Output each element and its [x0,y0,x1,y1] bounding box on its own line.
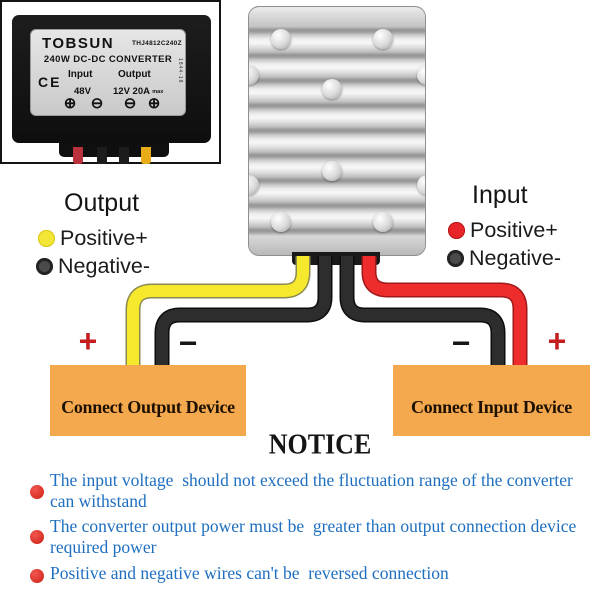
rivet [249,175,259,195]
rivet [271,29,291,49]
photo-wire-black [97,147,107,164]
input-device-box-label: Connect Input Device [411,397,572,417]
notice-item-2: The converter output power must be great… [50,516,595,558]
rivet [322,79,342,99]
rivet [417,65,425,85]
legend-label: Positive+ [470,218,558,242]
output-col-label: Output [118,69,151,80]
output-unit-text: max [152,89,164,95]
input-col-value: 48V [74,86,91,97]
model-number-text: THJ4812C240Z [132,40,182,47]
output-device-box-label: Connect Output Device [61,397,235,417]
terminal-plus-icon: ⊕ [147,95,161,112]
photo-wire-red [73,147,83,164]
product-title: 240W DC-DC CONVERTER [43,54,173,65]
notice-item-1: The input voltage should not exceed the … [50,470,595,512]
output-device-box: Connect Output Device [50,365,246,436]
output-positive-legend: Positive+ [38,226,148,251]
input-positive-wire [363,256,526,372]
serial-text: 1844-18 [177,58,183,84]
output-minus-sign: − [178,325,198,361]
red-dot-icon [448,222,465,239]
output-negative-legend: Negative- [36,254,150,279]
input-plus-sign: + [547,323,567,359]
notice-item-3: Positive and negative wires can't be rev… [50,563,595,584]
product-label: TOBSUN THJ4812C240Z 240W DC-DC CONVERTER… [30,29,186,116]
input-legend-title: Input [472,181,528,209]
output-positive-wire [127,256,309,372]
output-legend-title: Output [64,189,140,217]
terminal-minus-icon: ⊖ [90,95,104,112]
heatsink-bottom-cap [249,237,425,255]
input-minus-sign: − [451,325,471,361]
notice-line: The converter output power must be great… [50,516,577,536]
notice-line: The input voltage should not exceed the … [50,470,573,490]
black-dot-icon [36,258,53,275]
rivet [417,175,425,195]
notice-line: can withstand [50,491,147,511]
input-negative-legend: Negative- [447,246,561,271]
yellow-dot-icon [38,230,55,247]
input-positive-legend: Positive+ [448,218,558,243]
input-device-box: Connect Input Device [393,365,590,436]
input-col-label: Input [68,69,93,80]
input-negative-wire [341,256,504,372]
heatsink-converter [248,6,426,256]
bullet-dot-icon [30,569,44,583]
rivet [271,212,291,232]
notice-title: NOTICE [268,428,372,461]
output-col-value: 12V 20A max [113,86,163,97]
black-dot-icon [447,250,464,267]
output-negative-wire [156,256,331,372]
bullet-dot-icon [30,485,44,499]
rivet [373,29,393,49]
rivet [322,161,342,181]
photo-wire-yellow [141,147,151,164]
product-photo: TOBSUN THJ4812C240Z 240W DC-DC CONVERTER… [0,0,221,164]
legend-label: Negative- [58,254,151,278]
output-plus-sign: + [78,323,98,359]
photo-wire-black [119,147,129,164]
legend-label: Negative- [469,246,562,270]
notice-line: required power [50,537,157,557]
heatsink-top-cap [249,7,425,25]
wire-exit-connector [292,252,380,265]
bullet-dot-icon [30,530,44,544]
output-value-text: 12V 20A [113,86,150,97]
ce-mark: CE [38,74,62,90]
rivet [373,212,393,232]
legend-label: Positive+ [60,226,148,250]
rivet [249,65,259,85]
brand-text: TOBSUN [42,35,115,52]
notice-line: Positive and negative wires can't be rev… [50,563,449,583]
terminal-minus-icon: ⊖ [123,95,137,112]
terminal-plus-icon: ⊕ [63,95,77,112]
